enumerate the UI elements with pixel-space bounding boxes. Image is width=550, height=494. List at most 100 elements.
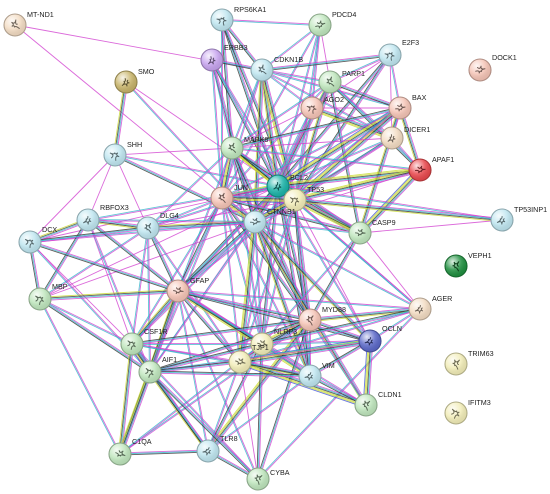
- node-parp1[interactable]: PARP1: [318, 69, 365, 94]
- node-jun[interactable]: JUN: [210, 183, 248, 210]
- edge-evidence-line: [150, 371, 209, 451]
- node-highlight: [379, 44, 401, 66]
- edge-evidence-line: [255, 221, 371, 341]
- edge-vim-tlr8: [207, 375, 311, 452]
- node-dicer1[interactable]: DICER1: [380, 125, 430, 150]
- node-label: PDCD4: [332, 10, 356, 19]
- node-tlr8[interactable]: TLR8: [196, 434, 238, 463]
- node-label: IFITM3: [468, 398, 491, 407]
- node-veph1[interactable]: VEPH1: [444, 251, 492, 278]
- protein-structure-icon: [362, 400, 371, 411]
- edge-evidence-line: [329, 82, 400, 110]
- protein-structure-icon: [218, 192, 226, 203]
- node-gfap[interactable]: GFAP: [166, 276, 209, 303]
- edge-c1qa-tlr8: [119, 449, 209, 456]
- edge-myd88-cyba: [256, 319, 312, 480]
- protein-structure-icon: [289, 197, 300, 206]
- edge-evidence-line: [132, 228, 149, 345]
- node-ager[interactable]: AGER: [408, 294, 452, 321]
- node-label: CSF1R: [144, 327, 168, 336]
- edge-evidence-line: [262, 25, 321, 71]
- edge-evidence-line: [330, 81, 393, 138]
- node-trim63[interactable]: TRIM63: [444, 349, 494, 376]
- node-casp9[interactable]: CASP9: [348, 218, 396, 245]
- edge-evidence-line: [208, 376, 311, 452]
- node-csf1r[interactable]: CSF1R: [120, 327, 168, 356]
- node-shh[interactable]: SHH: [103, 140, 142, 167]
- edge-evidence-line: [278, 55, 392, 188]
- node-label: PARP1: [342, 69, 365, 78]
- edge-evidence-line: [210, 60, 278, 187]
- edge-evidence-line: [119, 343, 132, 454]
- node-ctnnb1[interactable]: CTNNB1: [243, 207, 296, 234]
- node-myd88[interactable]: MYD88: [298, 305, 346, 332]
- edge-evidence-line: [149, 360, 240, 372]
- protein-structure-icon: [384, 52, 395, 61]
- node-mt-nd1[interactable]: MT-ND1: [3, 10, 54, 37]
- node-aif1[interactable]: AIF1: [138, 355, 177, 384]
- edge-evidence-line: [132, 222, 256, 345]
- edge-evidence-line: [294, 200, 420, 310]
- node-erbb3[interactable]: ERBB3: [200, 43, 248, 72]
- edge-evidence-line: [295, 197, 503, 219]
- edge-evidence-line: [232, 82, 331, 149]
- node-apaf1[interactable]: APAF1: [408, 155, 454, 182]
- node-label: DOCK1: [492, 53, 517, 62]
- node-tp53[interactable]: TP53: [283, 185, 324, 212]
- edge-evidence-line: [29, 227, 149, 243]
- edge-evidence-line: [295, 82, 331, 201]
- node-cyba[interactable]: CYBA: [246, 467, 290, 491]
- node-dlg4[interactable]: DLG4: [136, 211, 179, 240]
- edge-tp53-ager: [294, 199, 421, 310]
- node-ifitm3[interactable]: IFITM3: [444, 398, 491, 425]
- edge-dlg4-aif1: [147, 227, 151, 373]
- node-mapk8[interactable]: MAPK8: [220, 135, 268, 160]
- node-e2f3[interactable]: E2F3: [378, 38, 419, 67]
- edge-dicer1-bcl2: [277, 137, 393, 187]
- edge-evidence-line: [309, 306, 420, 319]
- edge-evidence-line: [254, 222, 360, 234]
- edge-evidence-line: [40, 291, 179, 300]
- node-cldn1[interactable]: CLDN1: [354, 390, 402, 417]
- node-smo[interactable]: SMO: [114, 67, 155, 94]
- node-tp53inp1[interactable]: TP53INP1: [490, 205, 547, 232]
- node-tjp1[interactable]: TJP1: [228, 343, 269, 374]
- edge-erbb3-mapk8: [211, 59, 233, 149]
- edge-apaf1-casp9: [357, 167, 423, 236]
- node-highlight: [445, 255, 467, 277]
- protein-structure-icon: [115, 450, 126, 457]
- node-highlight: [301, 97, 323, 119]
- node-rps6ka1[interactable]: RPS6KA1: [210, 5, 266, 32]
- edge-evidence-line: [176, 292, 310, 379]
- node-bcl2[interactable]: BCL2: [266, 173, 308, 198]
- edge-evidence-line: [241, 222, 258, 363]
- protein-structure-icon: [306, 315, 314, 326]
- edge-evidence-line: [256, 319, 310, 479]
- edge-shh-dlg4: [114, 154, 149, 229]
- edge-aif1-cyba: [148, 370, 260, 481]
- node-ago2[interactable]: AGO2: [300, 95, 344, 120]
- node-pdcd4[interactable]: PDCD4: [308, 10, 356, 37]
- edge-evidence-line: [311, 107, 393, 139]
- edge-evidence-line: [261, 70, 278, 187]
- edge-evidence-line: [131, 318, 310, 344]
- edge-csf1r-nlrp3: [132, 343, 262, 345]
- node-cdkn1b[interactable]: CDKN1B: [250, 55, 303, 82]
- edge-evidence-line: [148, 198, 223, 229]
- node-dcx[interactable]: DCX: [18, 225, 57, 254]
- node-c1qa[interactable]: C1QA: [108, 437, 152, 466]
- node-vim[interactable]: VIM: [298, 361, 335, 388]
- edge-evidence-line: [239, 221, 256, 363]
- node-dock1[interactable]: DOCK1: [468, 53, 517, 82]
- node-label: CASP9: [372, 218, 396, 227]
- edge-evidence-line: [116, 82, 129, 156]
- edge-evidence-line: [149, 371, 311, 377]
- edge-dlg4-csf1r: [131, 227, 149, 345]
- edge-evidence-line: [258, 320, 312, 480]
- node-bax[interactable]: BAX: [388, 93, 427, 120]
- node-nlrp3[interactable]: NLRP3: [250, 327, 297, 356]
- edge-evidence-line: [148, 148, 233, 229]
- node-mbp[interactable]: MBP: [28, 282, 68, 311]
- node-rbfox3[interactable]: RBFOX3: [76, 203, 129, 232]
- node-ocln[interactable]: OCLN: [358, 324, 402, 353]
